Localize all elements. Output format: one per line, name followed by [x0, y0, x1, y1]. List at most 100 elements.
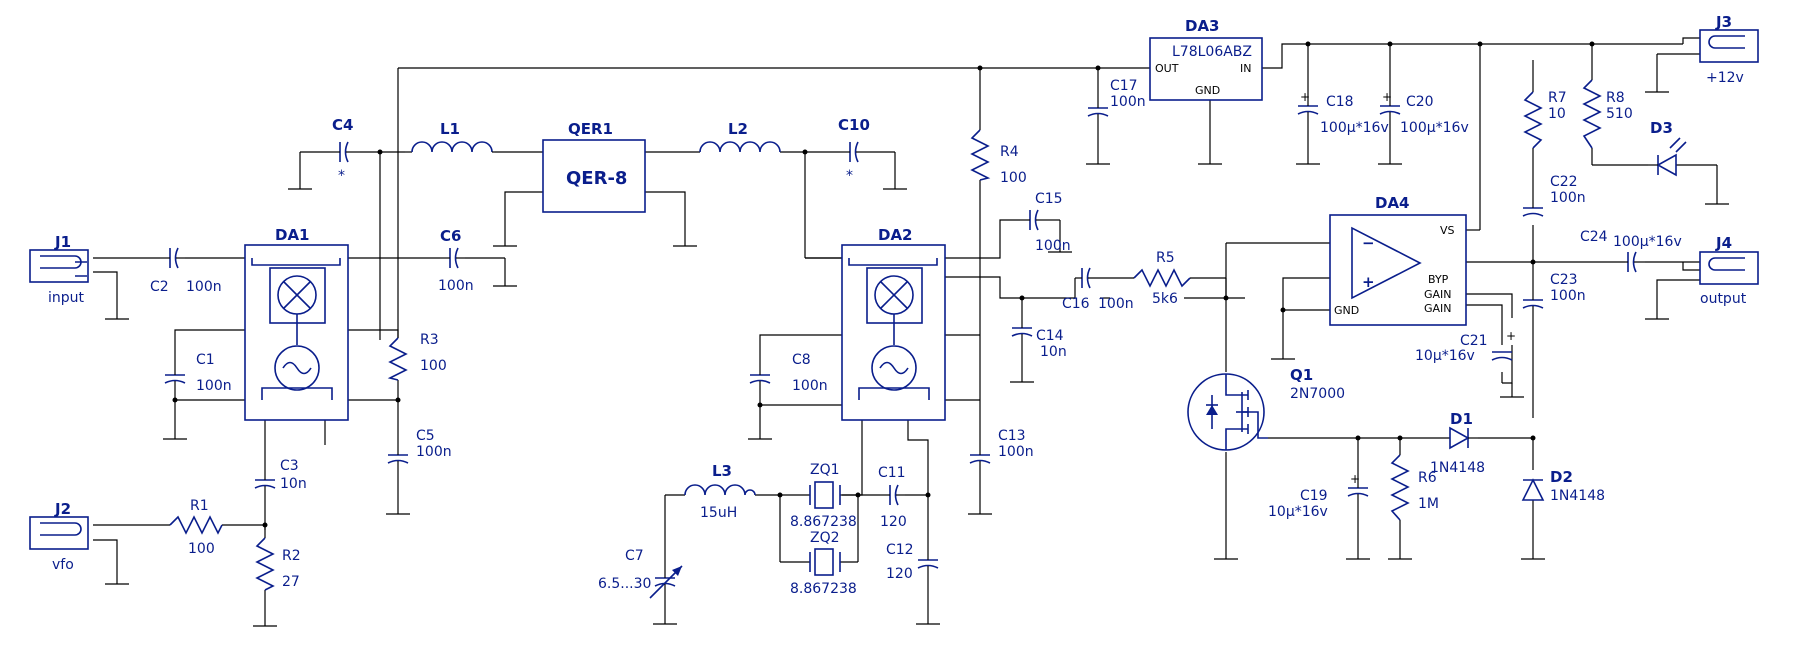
c8-value: 100n [792, 378, 828, 394]
da4-gnd: GND [1334, 304, 1359, 317]
r7-value: 10 [1548, 106, 1566, 122]
d3-ref: D3 [1650, 119, 1673, 137]
c5-ref: C5 [416, 428, 435, 444]
j2-ref: J2 [54, 500, 71, 518]
capacitor-c15: C15 100n [1020, 191, 1071, 254]
capacitor-c3: C3 10n [254, 458, 307, 495]
c19-ref: C19 [1300, 488, 1328, 504]
junctions [172, 41, 1595, 528]
c15-value: 100n [1035, 238, 1071, 254]
amplifier-da4: − + DA4 VS BYP GAIN GAIN GND [1329, 194, 1467, 326]
r6-ref: R6 [1418, 470, 1437, 486]
j3-note: +12v [1706, 70, 1744, 86]
c12-value: 120 [886, 566, 913, 582]
capacitor-c1: C1 100n [164, 352, 232, 395]
resistor-r7: R7 10 [1523, 90, 1567, 149]
capacitor-c7: C7 6.5...30 [598, 548, 683, 610]
j1-note: input [48, 290, 85, 306]
c14-value: 10n [1040, 344, 1067, 360]
c7-ref: C7 [625, 548, 644, 564]
r4-ref: R4 [1000, 144, 1019, 160]
r3-value: 100 [420, 358, 447, 374]
qer1-ref: QER1 [568, 120, 613, 138]
capacitor-c19: + C19 10µ*16v [1268, 472, 1369, 520]
l2-ref: L2 [728, 120, 748, 138]
connector-j1: J1 input [29, 233, 89, 306]
capacitor-c5: C5 100n [387, 428, 452, 470]
da3-ref: DA3 [1185, 17, 1220, 35]
capacitor-c13: C13 100n [969, 428, 1034, 470]
da4-vs: VS [1440, 224, 1455, 237]
c24-value: 100µ*16v [1613, 234, 1682, 250]
c18-value: 100µ*16v [1320, 120, 1389, 136]
inductor-l1: L1 [411, 120, 495, 153]
da2-ref: DA2 [878, 226, 913, 244]
c20-ref: C20 [1406, 94, 1434, 110]
c13-value: 100n [998, 444, 1034, 460]
c7-value: 6.5...30 [598, 576, 651, 592]
da4-byp: BYP [1428, 273, 1449, 286]
resistor-r3: R3 100 [387, 332, 447, 381]
l1-ref: L1 [440, 120, 460, 138]
c4-value: * [338, 168, 345, 184]
c12-ref: C12 [886, 542, 914, 558]
da4-plus-sign: + [1362, 273, 1375, 291]
c20-value: 100µ*16v [1400, 120, 1469, 136]
d2-ref: D2 [1550, 468, 1573, 486]
capacitor-c18: + C18 100µ*16v [1297, 90, 1389, 136]
capacitor-c4: C4 * [330, 116, 360, 184]
c10-ref: C10 [838, 116, 870, 134]
capacitor-c24: C24 100µ*16v [1580, 229, 1682, 273]
capacitor-c10: C10 * [838, 116, 870, 184]
resistor-r2: R2 27 [255, 537, 301, 591]
zq1-value: 8.867238 [790, 514, 857, 530]
mixer-da2: DA2 [841, 226, 946, 421]
da3-part: L78L06ABZ [1172, 44, 1252, 60]
capacitor-c12: C12 120 [886, 542, 939, 582]
l3-ref: L3 [712, 462, 732, 480]
r5-value: 5k6 [1152, 291, 1178, 307]
da4-minus-sign: − [1362, 234, 1375, 252]
c18-plus: + [1300, 90, 1310, 104]
capacitor-c23: C23 100n [1522, 272, 1586, 318]
regulator-da3: DA3 L78L06ABZ OUT IN GND [1149, 17, 1263, 101]
zq1-ref: ZQ1 [810, 462, 840, 478]
c16-ref: C16 [1062, 296, 1090, 312]
q1-value: 2N7000 [1290, 386, 1345, 402]
zq2-value: 8.867238 [790, 581, 857, 597]
capacitor-c2: C2 100n [150, 247, 222, 295]
j4-note: output [1700, 291, 1747, 307]
c10-value: * [846, 168, 853, 184]
wires [93, 37, 1718, 612]
resistor-r5: R5 5k6 [1110, 250, 1226, 307]
c16-value: 100n [1098, 296, 1134, 312]
c5-value: 100n [416, 444, 452, 460]
c22-value: 100n [1550, 190, 1586, 206]
r8-ref: R8 [1606, 90, 1625, 106]
diode-d1: D1 1N4148 [1430, 410, 1485, 476]
r1-ref: R1 [190, 498, 209, 514]
capacitor-c22: C22 100n [1522, 174, 1586, 217]
capacitor-c8: C8 100n [749, 352, 828, 395]
c6-ref: C6 [440, 227, 461, 245]
diode-d2: D2 1N4148 [1521, 468, 1605, 504]
capacitor-c20: + C20 100µ*16v [1379, 90, 1469, 136]
d1-ref: D1 [1450, 410, 1473, 428]
led-d3: D3 [1648, 119, 1687, 177]
capacitor-c21: + C21 10µ*16v [1415, 329, 1516, 364]
d1-value: 1N4148 [1430, 460, 1485, 476]
c11-ref: C11 [878, 465, 906, 481]
capacitor-c6: C6 100n [438, 227, 474, 294]
connector-j2: J2 vfo [29, 500, 89, 573]
l3-value: 15uH [700, 505, 737, 521]
qer1-part: QER-8 [566, 168, 627, 189]
j2-note: vfo [52, 557, 74, 573]
c13-ref: C13 [998, 428, 1026, 444]
c17-value: 100n [1110, 94, 1146, 110]
c21-value: 10µ*16v [1415, 348, 1475, 364]
da4-gain-a: GAIN [1424, 288, 1452, 301]
c18-ref: C18 [1326, 94, 1354, 110]
da3-in: IN [1240, 62, 1251, 75]
c11-value: 120 [880, 514, 907, 530]
